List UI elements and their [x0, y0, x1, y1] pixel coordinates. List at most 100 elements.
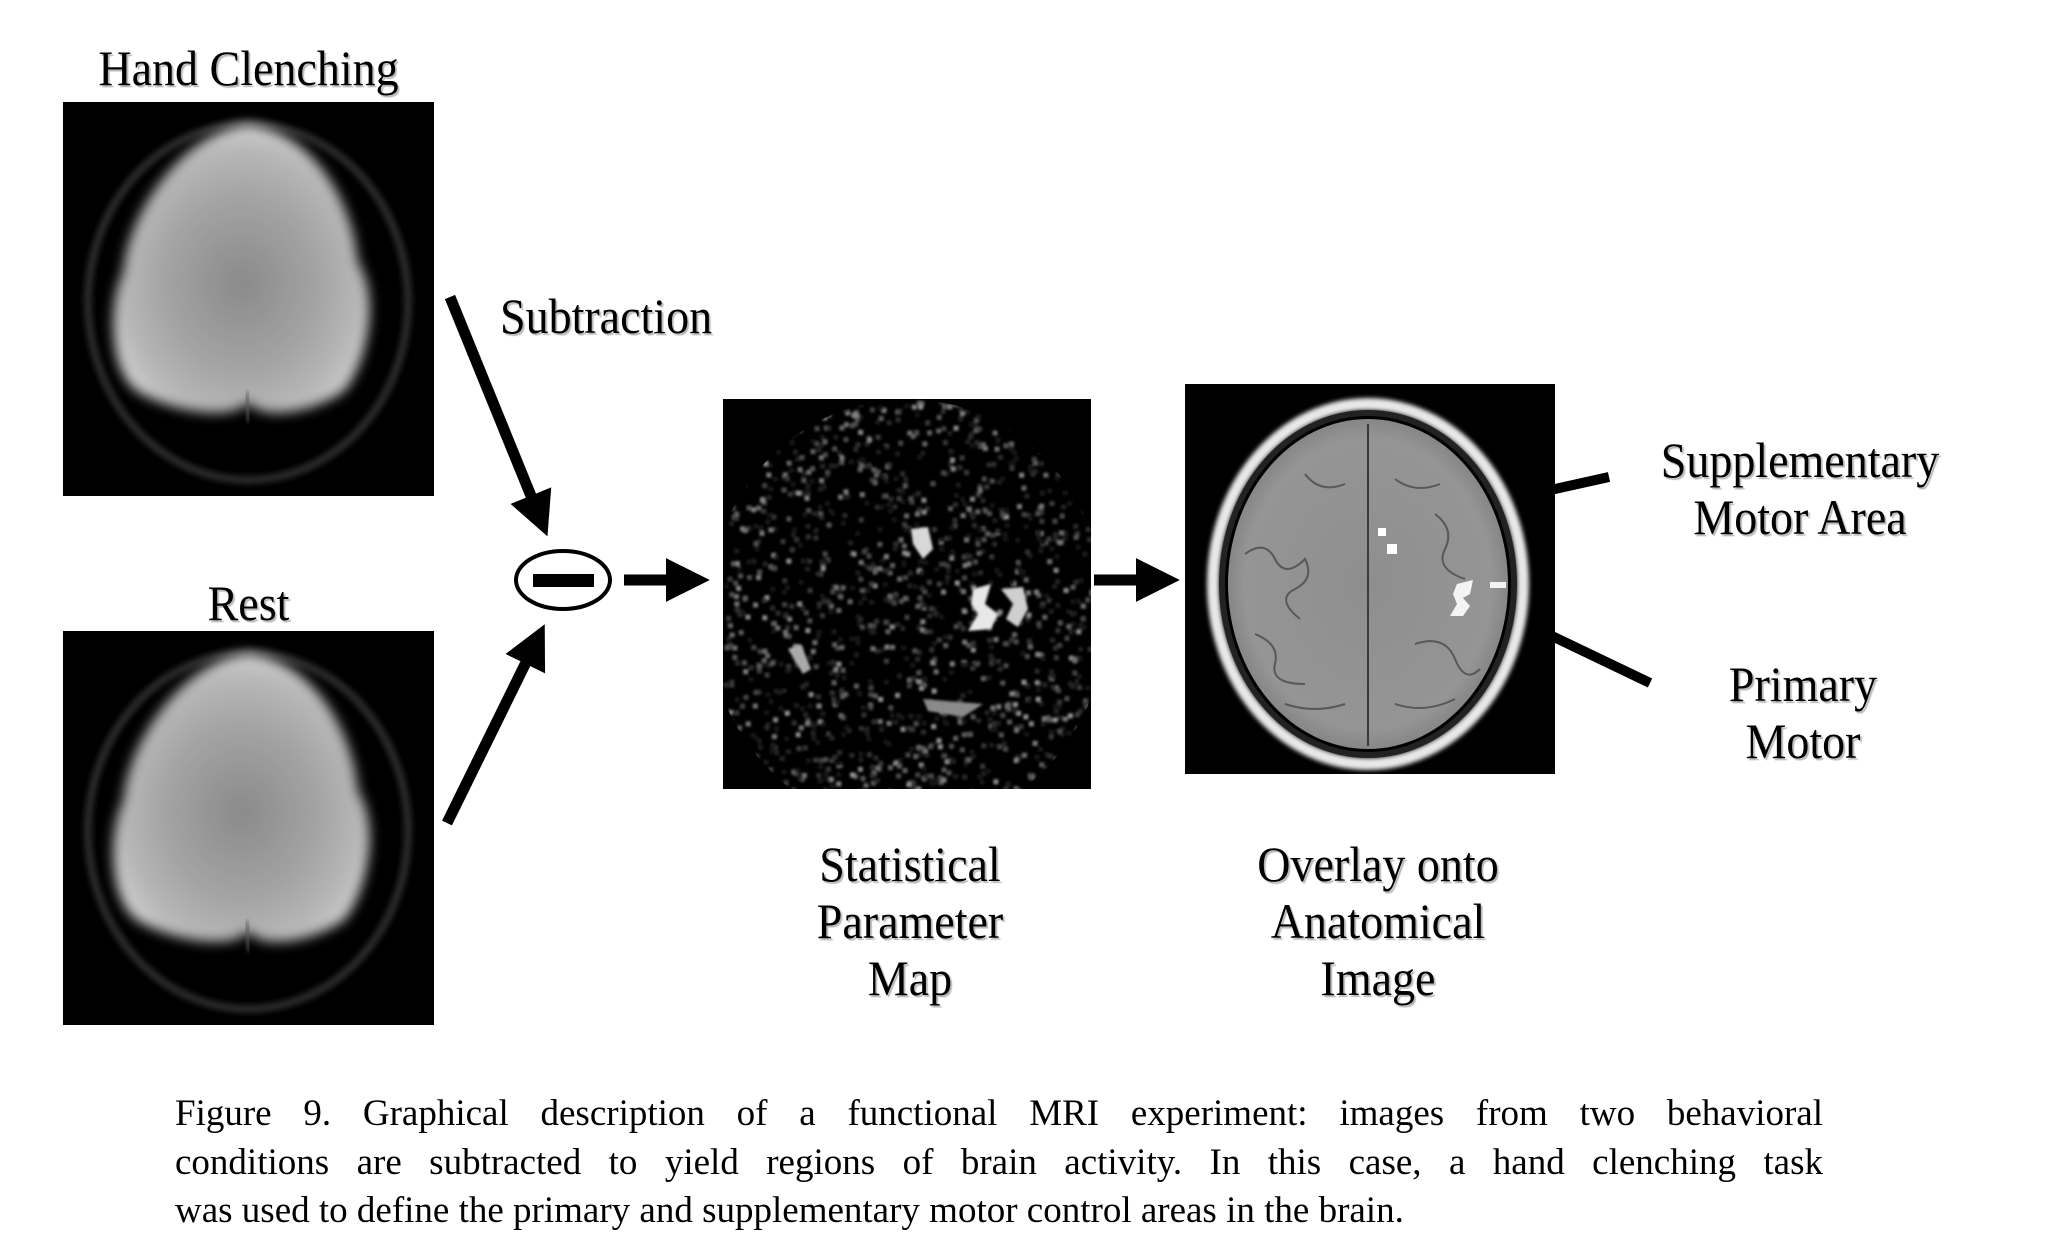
noise-pixel: [912, 648, 918, 654]
noise-pixel: [917, 454, 922, 460]
noise-pixel: [936, 414, 942, 420]
noise-pixel: [960, 496, 966, 502]
noise-pixel: [897, 576, 903, 582]
noise-pixel: [1075, 712, 1081, 718]
noise-pixel: [822, 787, 828, 789]
noise-pixel: [828, 777, 834, 782]
noise-pixel: [945, 574, 951, 580]
noise-pixel: [1054, 553, 1060, 559]
noise-pixel: [904, 655, 910, 661]
noise-pixel: [740, 526, 745, 532]
noise-pixel: [804, 495, 810, 501]
noise-pixel: [840, 694, 845, 699]
noise-pixel: [1024, 654, 1030, 659]
noise-pixel: [962, 639, 968, 645]
noise-pixel: [882, 582, 888, 588]
noise-pixel: [863, 564, 869, 569]
noise-pixel: [1013, 689, 1019, 695]
noise-pixel: [992, 430, 998, 436]
noise-pixel: [860, 705, 866, 711]
noise-pixel: [978, 570, 983, 576]
noise-pixel: [1048, 608, 1054, 614]
noise-pixel: [1042, 682, 1048, 688]
noise-pixel: [851, 551, 857, 557]
noise-pixel: [806, 469, 812, 475]
noise-pixel: [853, 446, 859, 452]
noise-pixel: [860, 624, 865, 630]
noise-pixel: [869, 764, 875, 770]
noise-pixel: [999, 507, 1005, 513]
noise-pixel: [916, 649, 922, 655]
noise-pixel: [895, 451, 901, 457]
noise-pixel: [748, 665, 754, 671]
noise-pixel: [761, 658, 767, 664]
noise-pixel: [953, 425, 959, 431]
noise-pixel: [1047, 717, 1053, 723]
noise-pixel: [950, 549, 956, 555]
noise-pixel: [916, 507, 922, 512]
noise-pixel: [818, 571, 824, 577]
noise-pixel: [723, 682, 729, 688]
noise-pixel: [874, 472, 879, 478]
noise-pixel: [742, 596, 748, 602]
noise-pixel: [847, 599, 853, 605]
noise-pixel: [920, 450, 926, 456]
noise-pixel: [908, 570, 913, 576]
noise-pixel: [981, 548, 987, 554]
noise-pixel: [850, 423, 855, 429]
noise-pixel: [911, 404, 917, 410]
noise-pixel: [831, 696, 837, 702]
noise-pixel: [949, 743, 954, 749]
noise-pixel: [877, 541, 883, 547]
noise-pixel: [970, 496, 975, 502]
noise-pixel: [976, 550, 982, 556]
noise-pixel: [732, 654, 738, 660]
noise-pixel: [997, 454, 1003, 460]
noise-pixel: [1063, 588, 1069, 593]
noise-pixel: [921, 729, 927, 735]
noise-pixel: [936, 637, 942, 643]
noise-pixel: [939, 614, 945, 620]
noise-pixel: [981, 743, 987, 749]
noise-pixel: [993, 779, 999, 785]
noise-pixel: [932, 611, 938, 617]
noise-pixel: [871, 719, 877, 725]
noise-pixel: [855, 442, 861, 448]
noise-pixel: [995, 528, 1001, 534]
noise-pixel: [893, 592, 899, 598]
noise-pixel: [868, 692, 874, 698]
noise-pixel: [893, 541, 899, 547]
noise-pixel: [966, 561, 972, 567]
noise-pixel: [729, 679, 735, 685]
noise-pixel: [815, 740, 821, 746]
noise-pixel: [807, 588, 813, 593]
noise-pixel: [1078, 622, 1084, 628]
noise-pixel: [808, 692, 814, 698]
noise-pixel: [977, 774, 983, 780]
noise-pixel: [787, 616, 793, 622]
noise-pixel: [774, 726, 779, 732]
noise-pixel: [1015, 560, 1021, 565]
noise-pixel: [1053, 703, 1058, 709]
noise-pixel: [1015, 537, 1021, 543]
noise-pixel: [857, 766, 863, 772]
noise-pixel: [799, 455, 805, 460]
noise-pixel: [975, 492, 981, 498]
noise-pixel: [849, 585, 855, 591]
noise-pixel: [791, 527, 797, 533]
noise-pixel: [1043, 540, 1049, 546]
noise-pixel: [1003, 443, 1009, 449]
noise-pixel: [886, 741, 892, 747]
noise-pixel: [1073, 523, 1079, 529]
noise-pixel: [989, 656, 995, 662]
noise-pixel: [1013, 724, 1019, 730]
noise-pixel: [819, 593, 825, 599]
noise-pixel: [858, 560, 864, 565]
noise-pixel: [942, 561, 948, 567]
noise-pixel: [928, 629, 933, 635]
noise-pixel: [753, 523, 759, 529]
noise-pixel: [781, 688, 787, 694]
noise-pixel: [818, 758, 824, 763]
noise-pixel: [775, 610, 781, 616]
noise-pixel: [774, 555, 780, 561]
